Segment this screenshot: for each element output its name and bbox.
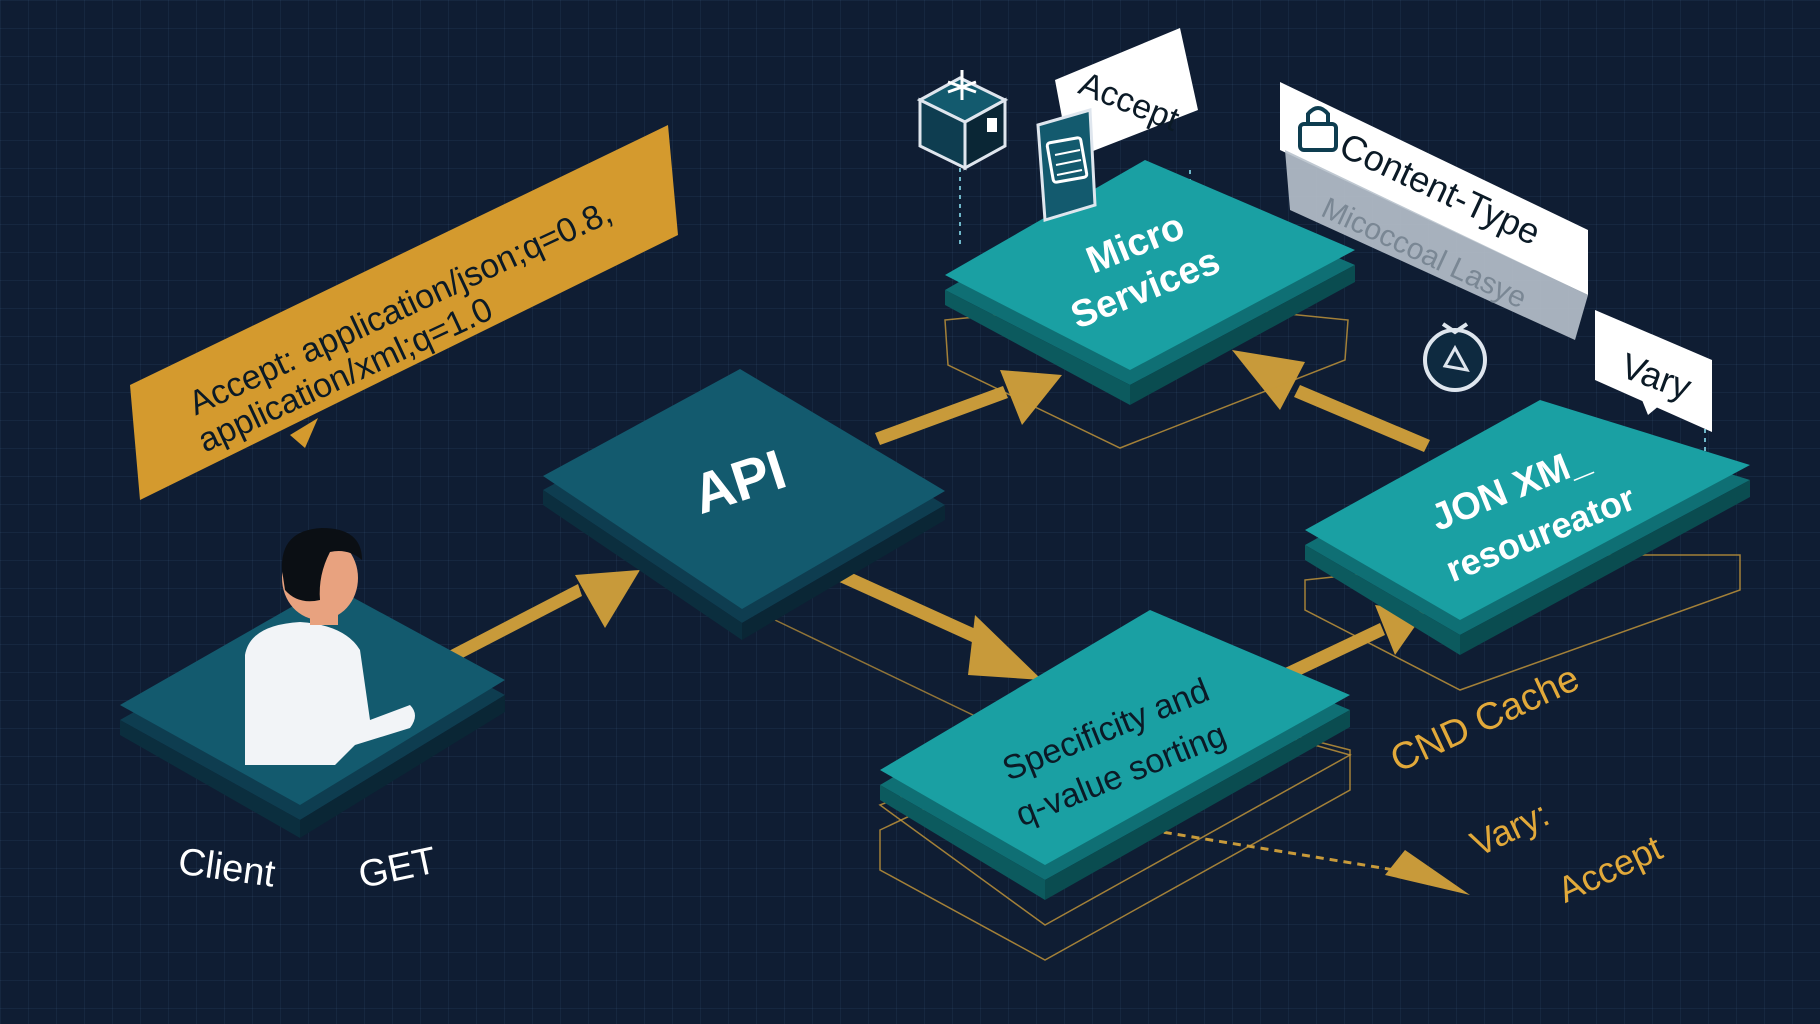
cdn-cache-label: CND Cache (1384, 657, 1585, 781)
content-type-tag: Content-Type Micoccoal Lasye (1280, 82, 1588, 340)
client-label: Client (176, 841, 278, 896)
stopwatch-icon (1423, 322, 1487, 392)
client-method: GET (355, 840, 440, 897)
package-icon (916, 70, 1009, 171)
node-api[interactable]: API (543, 369, 945, 640)
node-micro-services[interactable]: Micro Services (944, 160, 1355, 449)
user-icon (245, 528, 415, 765)
node-json-xml-resource[interactable]: JON XM_ resoureator (1304, 400, 1750, 691)
accept-header-callout: Accept: application/json;q=0.8, applicat… (130, 125, 678, 500)
arrow-to-cdn-cache (1149, 828, 1470, 895)
vary-tag: Vary (1595, 310, 1712, 432)
node-qvalue-sorting[interactable]: Specificity and q-value sorting (878, 610, 1352, 961)
document-icon (1036, 108, 1097, 222)
lock-icon (1298, 106, 1338, 152)
arrow-api-to-sort (835, 568, 1042, 680)
vary-accept-line2: Accept (1551, 827, 1668, 911)
arrow-json-to-micro (1232, 350, 1430, 452)
arrow-api-to-micro (875, 370, 1062, 445)
node-client[interactable]: Client GET (120, 528, 505, 897)
vary-accept-line1: Vary: (1464, 793, 1555, 865)
accept-header-line1: Accept: application/json;q=0.8, (183, 193, 618, 423)
